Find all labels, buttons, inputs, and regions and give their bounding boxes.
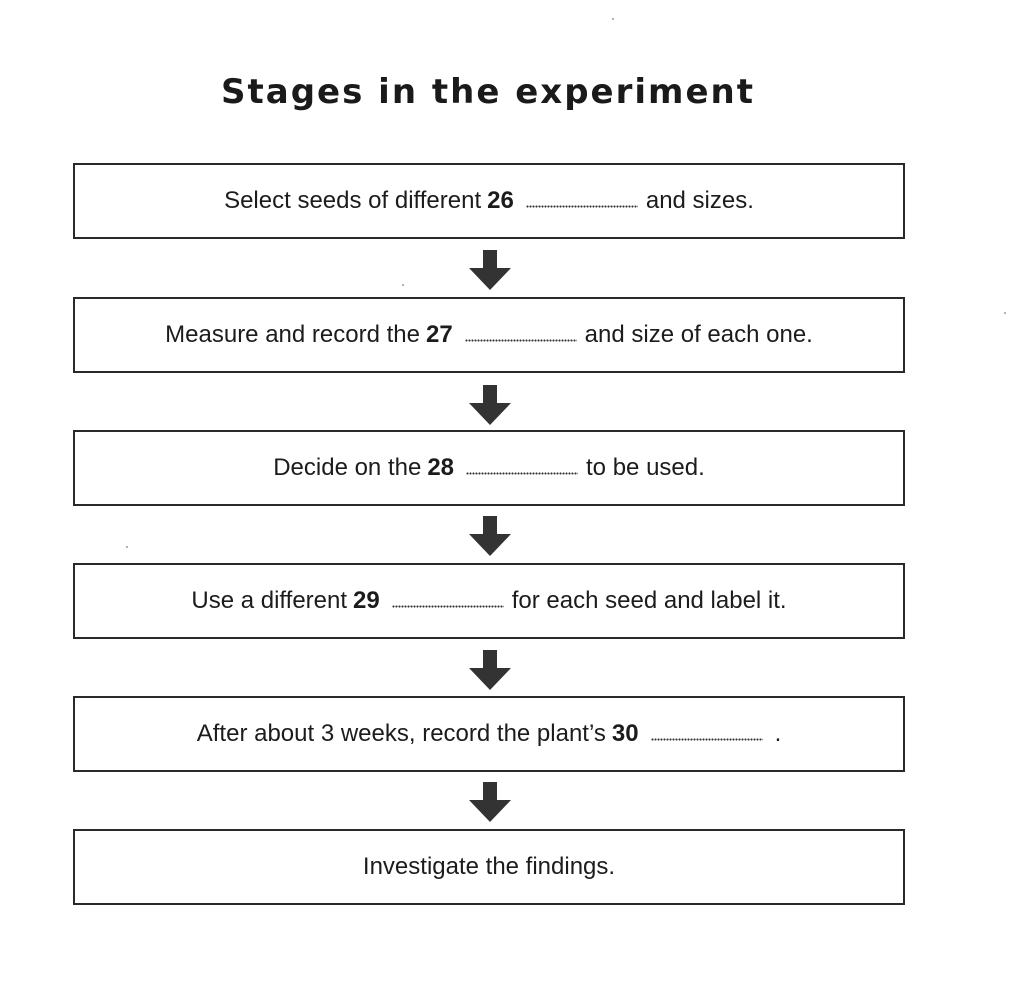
stage-text-after: for each seed and label it.	[511, 587, 787, 614]
answer-blank[interactable]	[650, 738, 763, 742]
question-number: 30	[611, 720, 639, 747]
question-number: 26	[487, 187, 514, 214]
stage-text: Investigate the findings.	[362, 853, 616, 880]
question-number: 29	[353, 587, 380, 614]
scan-speck	[1004, 312, 1006, 314]
stage-box-2: Measure and record the 27 and size of ea…	[73, 297, 905, 373]
scan-speck	[612, 18, 614, 20]
stage-text-before: Select seeds of different	[224, 187, 482, 214]
answer-blank[interactable]	[466, 472, 579, 476]
stage-box-4: Use a different 29 for each seed and lab…	[73, 563, 905, 639]
down-arrow-icon	[466, 248, 514, 292]
diagram-title: Stages in the experiment	[221, 72, 755, 112]
stage-text-after: .	[774, 720, 782, 747]
stage-text-before: After about 3 weeks, record the plant’s	[196, 720, 606, 747]
stage-text-before: Use a different	[191, 587, 348, 614]
question-number: 27	[425, 321, 453, 348]
down-arrow-icon	[466, 383, 514, 427]
stage-box-5: After about 3 weeks, record the plant’s …	[73, 696, 905, 772]
down-arrow-icon	[466, 780, 514, 824]
scan-speck	[126, 546, 128, 548]
stage-box-3: Decide on the 28 to be used.	[73, 430, 905, 506]
stage-text-after: and sizes.	[645, 187, 754, 214]
scan-speck	[402, 284, 404, 286]
stage-text-before: Measure and record the	[165, 321, 420, 348]
question-number: 28	[427, 454, 455, 481]
stage-text-before: Decide on the	[273, 454, 422, 481]
answer-blank[interactable]	[525, 205, 638, 209]
stage-text-after: and size of each one.	[584, 321, 813, 348]
stage-box-6: Investigate the findings.	[73, 829, 905, 905]
down-arrow-icon	[466, 648, 514, 692]
answer-blank[interactable]	[464, 339, 577, 343]
stage-box-1: Select seeds of different 26 and sizes.	[73, 163, 905, 239]
down-arrow-icon	[466, 514, 514, 558]
answer-blank[interactable]	[391, 605, 504, 609]
stage-text-after: to be used.	[586, 454, 705, 481]
